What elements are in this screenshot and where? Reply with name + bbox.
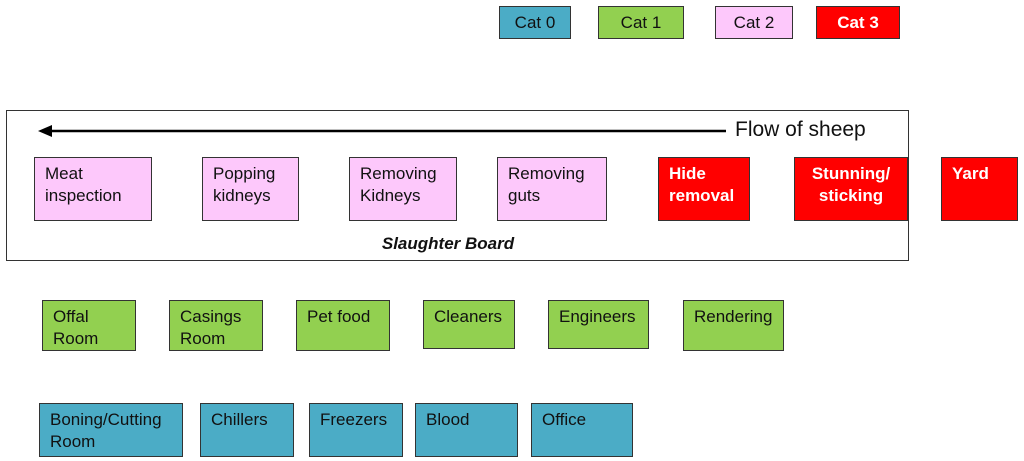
area-engineers: Engineers bbox=[548, 300, 649, 349]
step-popping-kidneys: Popping kidneys bbox=[202, 157, 299, 221]
area-rendering: Rendering bbox=[683, 300, 784, 351]
legend-cat1: Cat 1 bbox=[598, 6, 684, 39]
slaughter-board-frame bbox=[6, 110, 909, 261]
step-removing-kidneys: Removing Kidneys bbox=[349, 157, 457, 221]
area-freezers: Freezers bbox=[309, 403, 403, 457]
area-cleaners: Cleaners bbox=[423, 300, 515, 349]
area-office: Office bbox=[531, 403, 633, 457]
area-offal-room: Offal Room bbox=[42, 300, 136, 351]
legend-cat3: Cat 3 bbox=[816, 6, 900, 39]
legend-cat0: Cat 0 bbox=[499, 6, 571, 39]
step-stunning-sticking: Stunning/ sticking bbox=[794, 157, 908, 221]
step-hide-removal: Hide removal bbox=[658, 157, 750, 221]
area-pet-food: Pet food bbox=[296, 300, 390, 351]
flow-label: Flow of sheep bbox=[735, 118, 866, 141]
step-yard: Yard bbox=[941, 157, 1018, 221]
area-blood: Blood bbox=[415, 403, 518, 457]
area-boning-cutting-room: Boning/Cutting Room bbox=[39, 403, 183, 457]
slaughter-board-title: Slaughter Board bbox=[381, 234, 515, 253]
step-meat-inspection: Meat inspection bbox=[34, 157, 152, 221]
step-removing-guts: Removing guts bbox=[497, 157, 607, 221]
flow-arrow-icon bbox=[38, 125, 726, 137]
area-casings-room: Casings Room bbox=[169, 300, 263, 351]
legend-cat2: Cat 2 bbox=[715, 6, 793, 39]
area-chillers: Chillers bbox=[200, 403, 294, 457]
